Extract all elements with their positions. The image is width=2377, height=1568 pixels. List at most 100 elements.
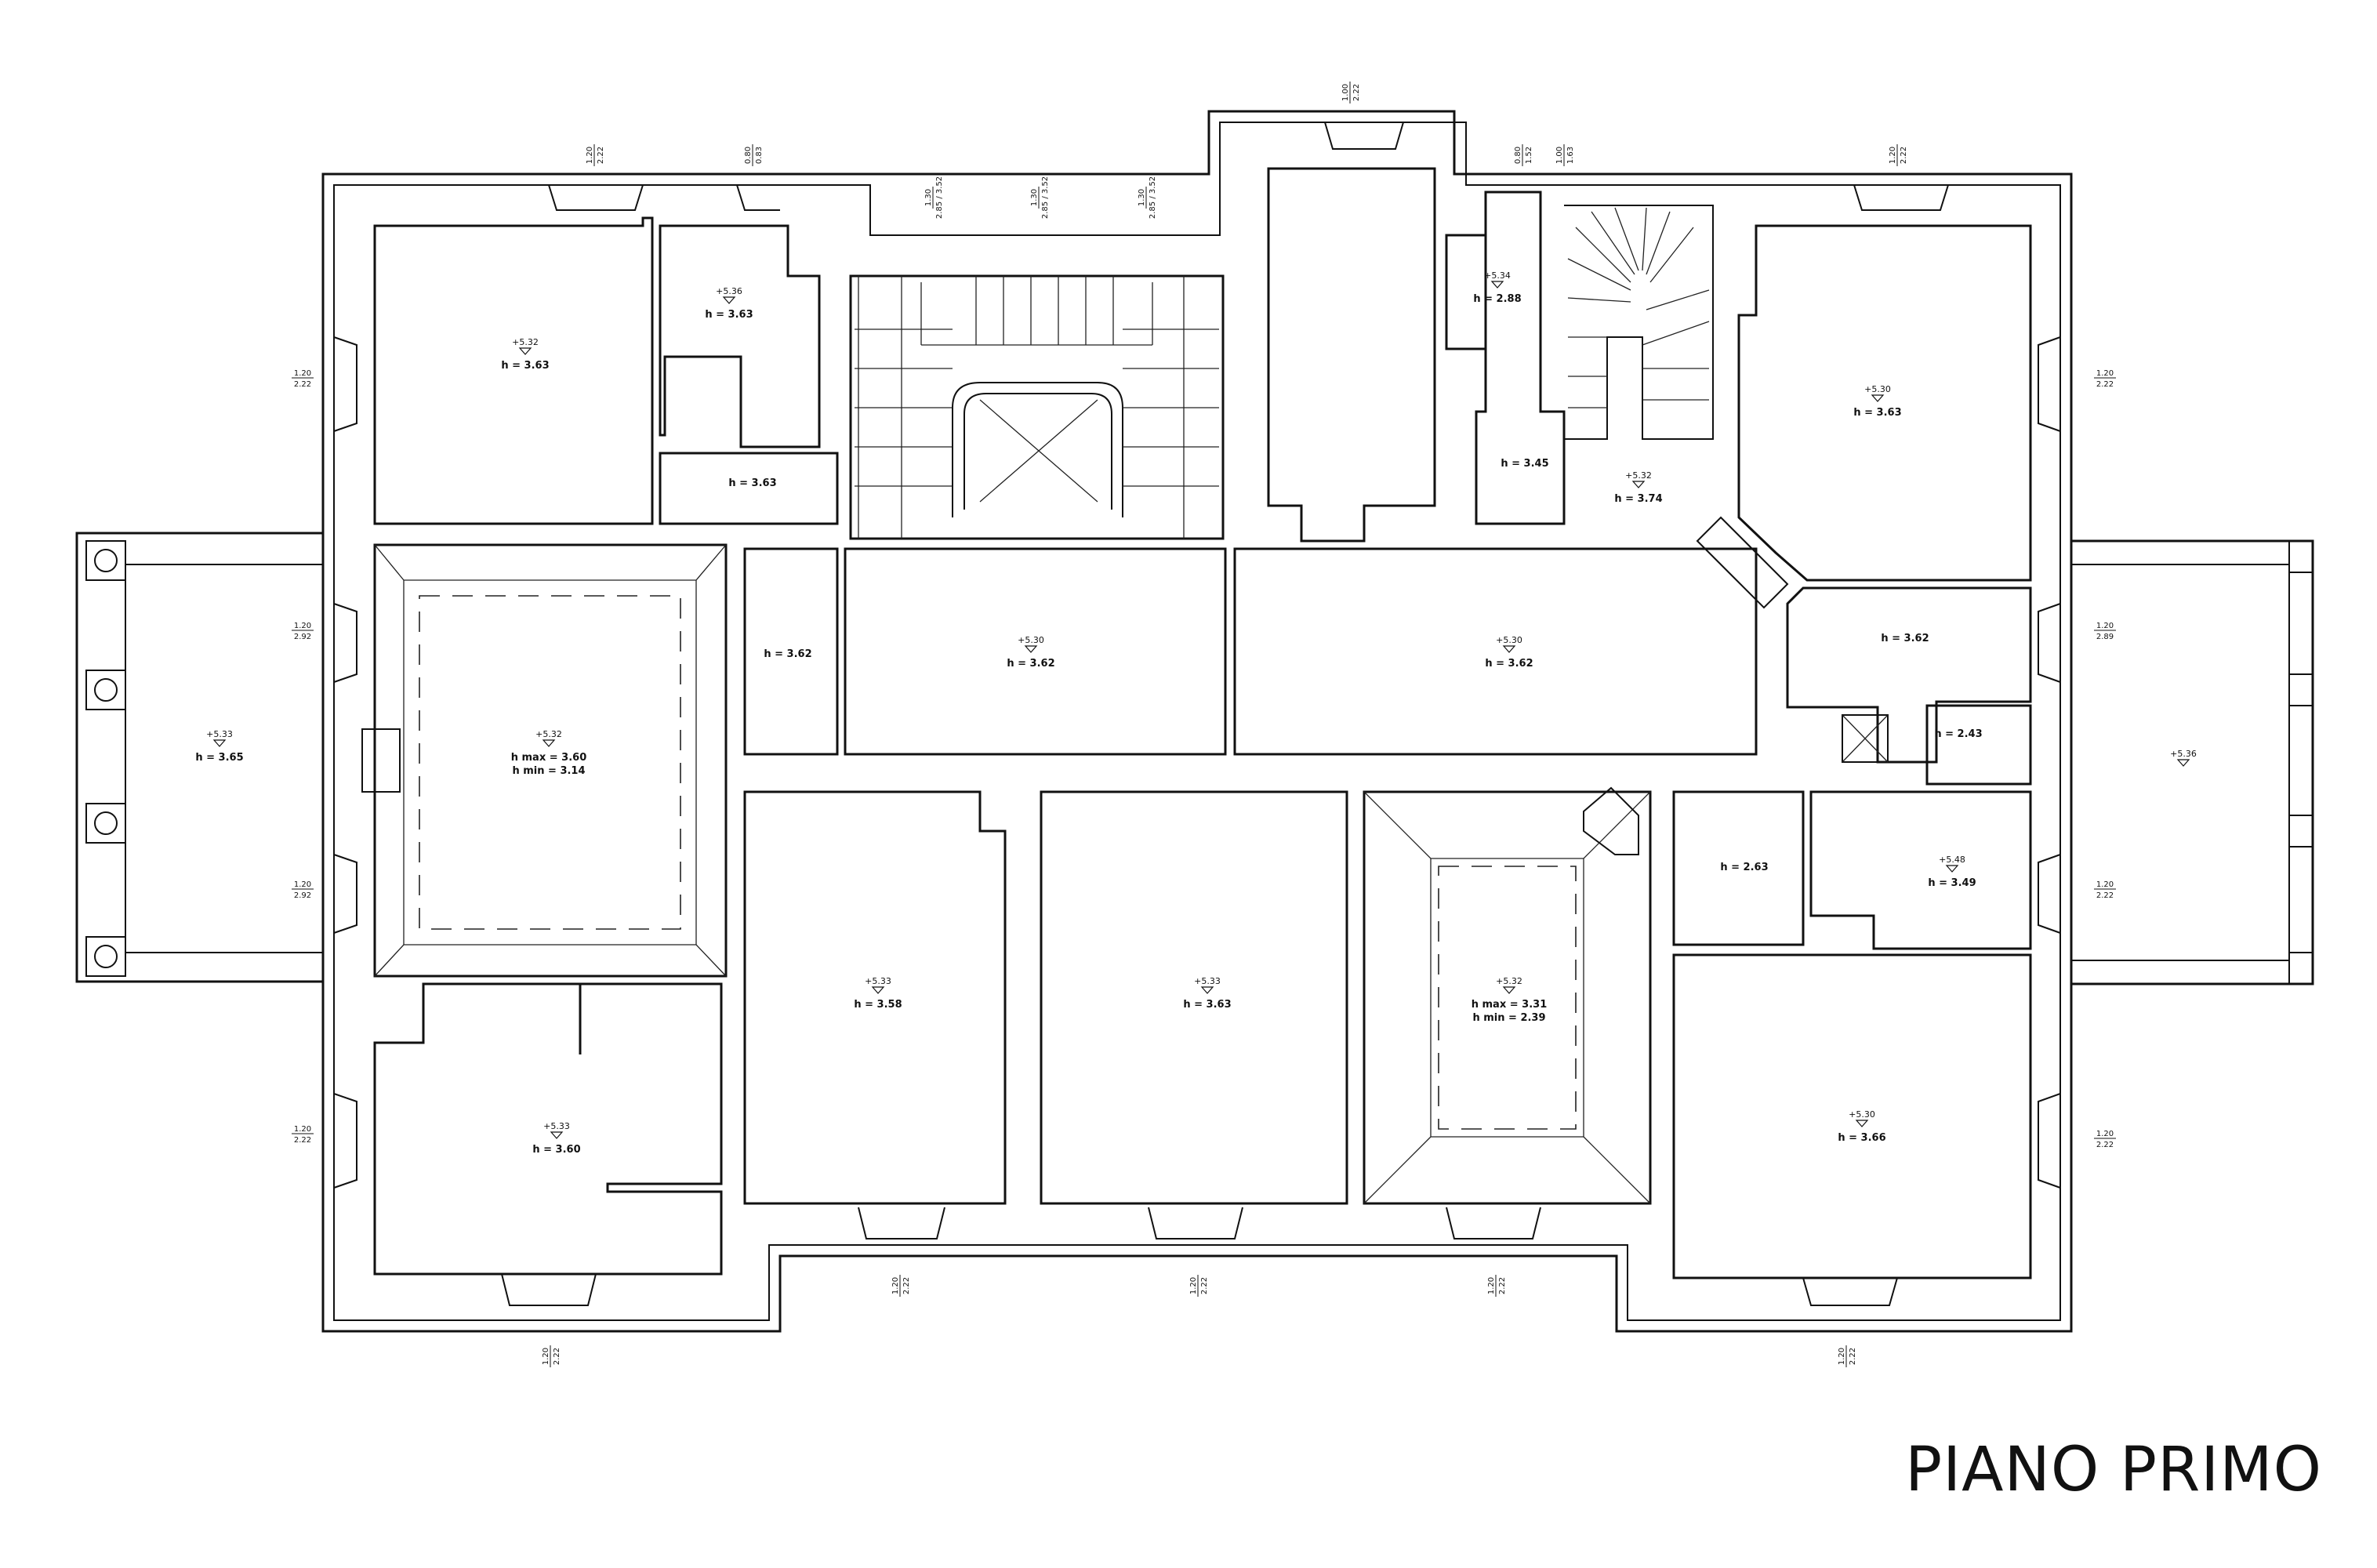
opening-width: 1.20: [294, 369, 311, 378]
room-height: h = 3.60: [532, 1144, 580, 1156]
room-label-se-wc: h = 2.63: [1720, 862, 1768, 873]
opening-width: 0.80: [744, 147, 753, 164]
room-height: h = 3.63: [728, 477, 776, 489]
opening-width: 1.00: [1555, 147, 1564, 164]
opening-height: 2.22: [1200, 1277, 1209, 1294]
room-label-se-room: +5.30 h = 3.66: [1838, 1109, 1885, 1144]
room-height: h = 3.49: [1928, 877, 1976, 889]
room-height: h = 3.62: [1007, 658, 1054, 670]
room-label-sw-room: +5.33 h = 3.60: [532, 1121, 580, 1156]
opening-height: 2.22: [294, 380, 311, 389]
opening-height: 2.89: [2096, 633, 2114, 641]
room-label-s-room-3: +5.32h max = 3.31h min = 2.39: [1472, 976, 1548, 1024]
opening-width: 1.30: [924, 189, 933, 206]
opening-width: 1.20: [1889, 147, 1897, 164]
room-height: h = 3.62: [764, 648, 811, 660]
room-height-min: h min = 2.39: [1472, 1012, 1545, 1024]
elevation-triangle-icon: [1502, 645, 1516, 653]
opening-dimension: 1.20 2.92: [292, 880, 314, 900]
room-height: h = 2.43: [1934, 728, 1982, 740]
opening-width: 1.00: [1341, 84, 1350, 101]
room-height: h = 3.62: [1485, 658, 1533, 670]
opening-width: 1.20: [2096, 369, 2114, 378]
room-label-nw-corridor: h = 3.63: [728, 477, 776, 489]
opening-width: 0.80: [1514, 147, 1522, 164]
elevation-mark: +5.33: [1194, 976, 1221, 986]
opening-width: 1.20: [1189, 1277, 1198, 1294]
elevation-triangle-icon: [1945, 865, 1959, 873]
elevation-mark: +5.36: [2170, 749, 2197, 759]
room-label-nw-small: +5.36h = 3.63: [705, 286, 753, 321]
room-label-ne-small: h = 3.45: [1501, 458, 1548, 470]
interior-walls: [373, 167, 2032, 1279]
room-height: h = 3.63: [501, 360, 549, 372]
opening-height: 2.22: [1498, 1277, 1507, 1294]
elevation-mark: +5.33: [865, 976, 891, 986]
opening-height: 2.22: [1849, 1348, 1857, 1365]
elevation-triangle-icon: [212, 739, 227, 747]
elevation-mark: +5.32: [1625, 470, 1652, 481]
opening-height: 2.22: [1352, 84, 1361, 101]
elevation-triangle-icon: [1855, 1120, 1869, 1127]
room-label-ne-service: +5.34 h = 2.88: [1473, 270, 1521, 305]
opening-height: 2.22: [2096, 1141, 2114, 1149]
opening-height: 1.52: [1525, 147, 1533, 164]
elevation-triangle-icon: [542, 739, 556, 747]
opening-width: 1.20: [586, 147, 594, 164]
opening-dimension: 1.20 2.22: [2094, 369, 2116, 389]
elevation-triangle-icon: [1490, 281, 1504, 289]
window-marks: [333, 122, 2061, 1306]
opening-height: 2.22: [902, 1277, 911, 1294]
room-height: h = 2.88: [1473, 293, 1521, 305]
opening-height: 2.92: [294, 891, 311, 900]
elevation-mark: +5.32: [535, 729, 562, 739]
opening-width: 1.20: [542, 1348, 550, 1365]
room-label-east-terrace: +5.36: [2170, 749, 2197, 767]
room-label-e-room: h = 3.62: [1881, 633, 1929, 644]
opening-height: 2.22: [1900, 147, 1908, 164]
room-height: h = 3.66: [1838, 1132, 1885, 1144]
opening-dimension: 1.202.89: [2094, 622, 2116, 641]
opening-width: 1.20: [294, 880, 311, 889]
elevation-triangle-icon: [2176, 759, 2190, 767]
opening-width: 1.20: [1838, 1348, 1846, 1365]
room-height: h = 3.62: [1881, 633, 1929, 644]
elevation-triangle-icon: [871, 986, 885, 994]
elevation-mark: +5.32: [512, 337, 539, 347]
opening-height: 2.85 / 3.52: [1149, 176, 1157, 219]
room-height: h = 2.63: [1720, 862, 1768, 873]
elevation-triangle-icon: [1024, 645, 1038, 653]
elevation-mark: +5.33: [543, 1121, 570, 1131]
elevation-mark: +5.34: [1484, 270, 1511, 281]
elevation-mark: +5.30: [1849, 1109, 1875, 1120]
room-height: h = 3.63: [1853, 407, 1901, 419]
elevation-triangle-icon: [518, 347, 532, 355]
opening-height: 2.22: [2096, 380, 2114, 389]
elevation-triangle-icon: [1871, 394, 1885, 402]
elevation-mark: +5.32: [1496, 976, 1522, 986]
elevation-triangle-icon: [1631, 481, 1646, 488]
room-height: h = 3.63: [705, 309, 753, 321]
room-height: h = 3.63: [1183, 999, 1231, 1011]
opening-width: 1.30: [1030, 189, 1039, 206]
elevation-mark: +5.33: [206, 729, 233, 739]
west-loggia-structure: [75, 532, 325, 983]
elevation-triangle-icon: [722, 296, 736, 304]
opening-height: 1.63: [1566, 147, 1575, 164]
room-label-s-room-1: +5.33h = 3.58: [854, 976, 902, 1011]
room-height-min: h min = 3.14: [512, 765, 585, 777]
elevation-mark: +5.30: [1496, 635, 1522, 645]
room-label-nw-room: +5.32 h = 3.63: [501, 337, 549, 372]
